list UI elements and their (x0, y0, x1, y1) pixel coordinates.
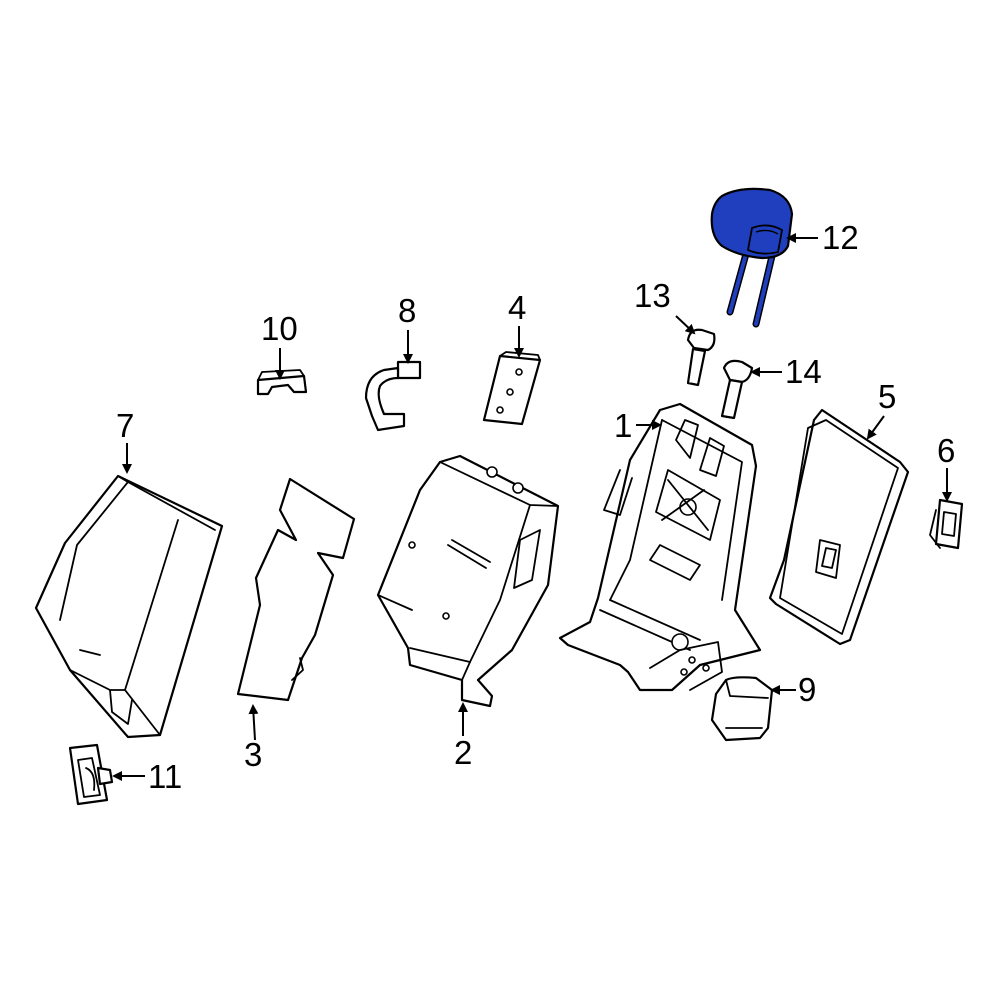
callout-11: 11 (148, 758, 182, 795)
callout-13: 13 (634, 277, 671, 314)
part-4-plate[interactable] (482, 351, 542, 426)
callout-3: 3 (244, 736, 262, 773)
leader-3 (248, 704, 259, 741)
callout-5: 5 (878, 378, 896, 415)
part-13-bolt[interactable] (686, 328, 716, 387)
callout-2: 2 (454, 734, 472, 771)
callout-labels: 7 3 2 10 8 4 1 13 14 12 5 6 9 11 (116, 219, 955, 795)
part-2-seatback-shell[interactable] (376, 454, 560, 708)
callout-9: 9 (798, 671, 816, 708)
part-6-clip[interactable] (929, 498, 964, 550)
callout-4: 4 (508, 289, 526, 326)
leader-5 (866, 415, 885, 440)
callout-1: 1 (614, 407, 632, 444)
part-14-bolt[interactable] (720, 359, 754, 420)
callout-6: 6 (937, 432, 955, 469)
callout-12: 12 (822, 219, 859, 256)
callout-8: 8 (398, 292, 416, 329)
part-3-pad[interactable] (236, 477, 356, 702)
part-11-clip[interactable] (68, 743, 114, 806)
callout-leaders (112, 233, 952, 781)
callout-7: 7 (116, 407, 134, 444)
part-5-panel[interactable] (768, 408, 910, 646)
leader-13 (675, 315, 696, 335)
part-9-cap[interactable] (710, 676, 774, 742)
part-7-seatback-cover[interactable] (34, 474, 224, 739)
part-10-clip[interactable] (256, 369, 308, 396)
callout-14: 14 (785, 353, 822, 390)
callout-10: 10 (261, 310, 298, 347)
part-12-headrest[interactable] (710, 187, 794, 328)
part-1-frame[interactable] (558, 402, 762, 692)
part-8-bracket[interactable] (364, 360, 422, 432)
